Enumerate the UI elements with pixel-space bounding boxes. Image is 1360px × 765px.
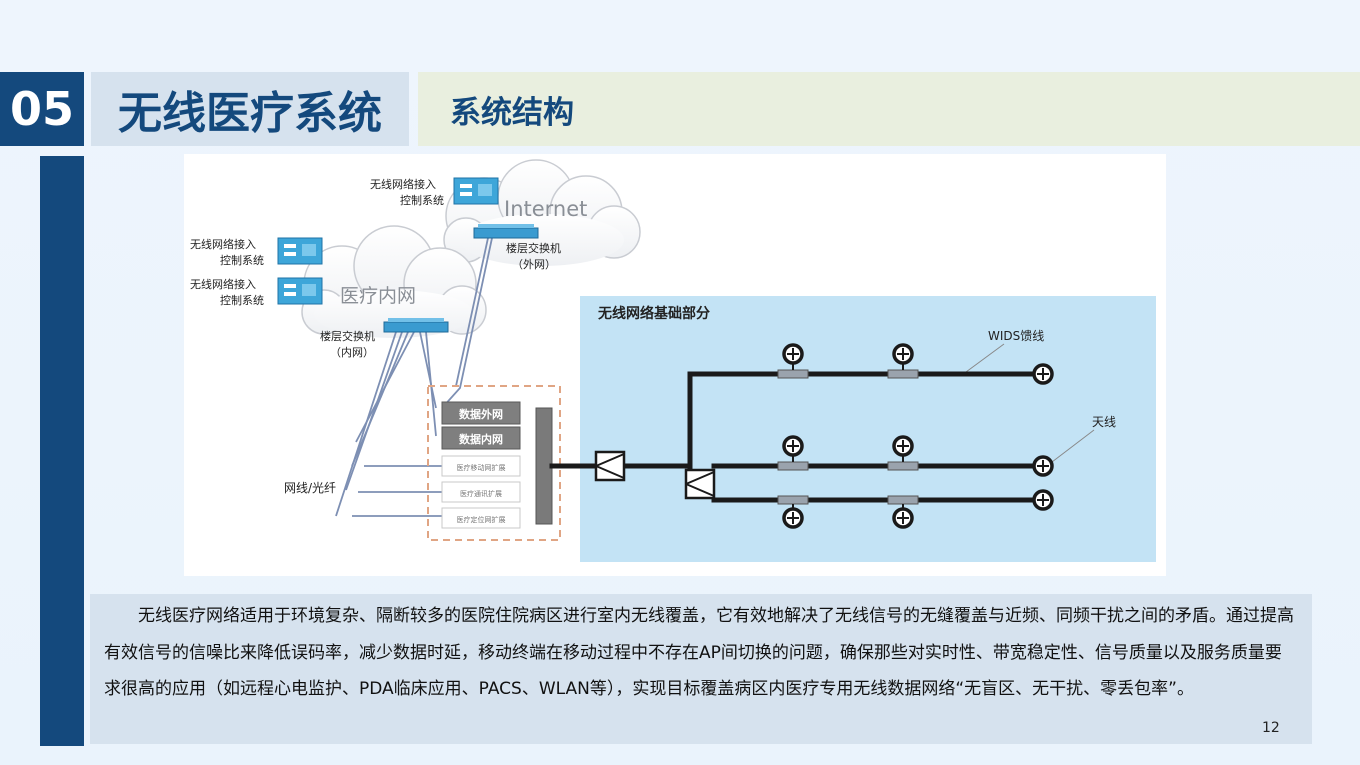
ext-access-controller-icon <box>453 177 499 205</box>
antenna-icon <box>892 343 914 365</box>
cable-label: 网线/光纤 <box>284 481 336 495</box>
antenna-icon <box>1032 363 1054 385</box>
wireless-area <box>580 296 1156 562</box>
ext-access-label-1: 无线网络接入 <box>370 177 436 191</box>
antenna-icon <box>892 435 914 457</box>
antenna-icon <box>892 507 914 529</box>
int-switch-icon <box>383 318 449 333</box>
ext-switch-label-1: 楼层交换机 <box>506 241 561 255</box>
page-number: 12 <box>1262 720 1280 736</box>
wids-label: WIDS馈线 <box>988 329 1044 343</box>
module-comm: 医疗通讯扩展 <box>460 489 502 498</box>
int-access-b-label-1: 无线网络接入 <box>190 277 256 291</box>
section-subtitle: 系统结构 <box>418 72 1360 146</box>
antenna-label: 天线 <box>1092 415 1116 429</box>
sidebar-bar <box>40 156 84 746</box>
description-text: 无线医疗网络适用于环境复杂、隔断较多的医院住院病区进行室内无线覆盖，它有效地解决… <box>104 606 1294 699</box>
antenna-icon <box>782 507 804 529</box>
antennas <box>782 343 1054 529</box>
int-access-a-label-1: 无线网络接入 <box>190 237 256 251</box>
ext-switch-icon <box>473 224 539 239</box>
int-access-controller-b-icon <box>277 277 323 305</box>
system-diagram: Internet 医疗内网 <box>184 154 1166 576</box>
int-access-a-label-2: 控制系统 <box>220 253 264 267</box>
wireless-area-title: 无线网络基础部分 <box>597 305 710 322</box>
section-title: 无线医疗系统 <box>91 72 409 146</box>
section-number: 05 <box>0 72 84 146</box>
antenna-icon <box>782 343 804 365</box>
int-access-controller-a-icon <box>277 237 323 265</box>
antenna-icon <box>782 435 804 457</box>
antenna-icon <box>1032 489 1054 511</box>
ext-access-label-2: 控制系统 <box>400 193 444 207</box>
module-mobile: 医疗移动网扩展 <box>457 463 506 472</box>
int-access-b-label-2: 控制系统 <box>220 293 264 307</box>
splitter-2 <box>684 468 716 500</box>
rack-boundary <box>427 385 561 541</box>
int-switch-label-1: 楼层交换机 <box>320 329 375 343</box>
description-panel: 无线医疗网络适用于环境复杂、隔断较多的医院住院病区进行室内无线覆盖，它有效地解决… <box>90 594 1312 744</box>
antenna-leader <box>1051 429 1095 463</box>
extranet-cables <box>441 237 493 409</box>
intranet-label: 医疗内网 <box>340 285 416 307</box>
splitter-1 <box>594 450 626 482</box>
ext-switch-label-2: （外网） <box>512 258 556 271</box>
intranet-cloud <box>301 225 487 338</box>
antenna-icon <box>1032 455 1054 477</box>
couplers <box>777 369 919 505</box>
int-switch-label-2: （内网） <box>330 345 374 359</box>
module-data-int: 数据内网 <box>459 432 503 446</box>
rack-modules: 数据外网 数据内网 医疗移动网扩展 医疗通讯扩展 医疗定位网扩展 <box>441 401 553 529</box>
module-data-ext: 数据外网 <box>459 407 503 421</box>
module-locate: 医疗定位网扩展 <box>457 515 506 524</box>
internet-label: Internet <box>504 197 587 221</box>
wids-leader <box>965 343 1005 373</box>
wids-feeders <box>549 371 1045 503</box>
intranet-cables <box>335 331 442 517</box>
